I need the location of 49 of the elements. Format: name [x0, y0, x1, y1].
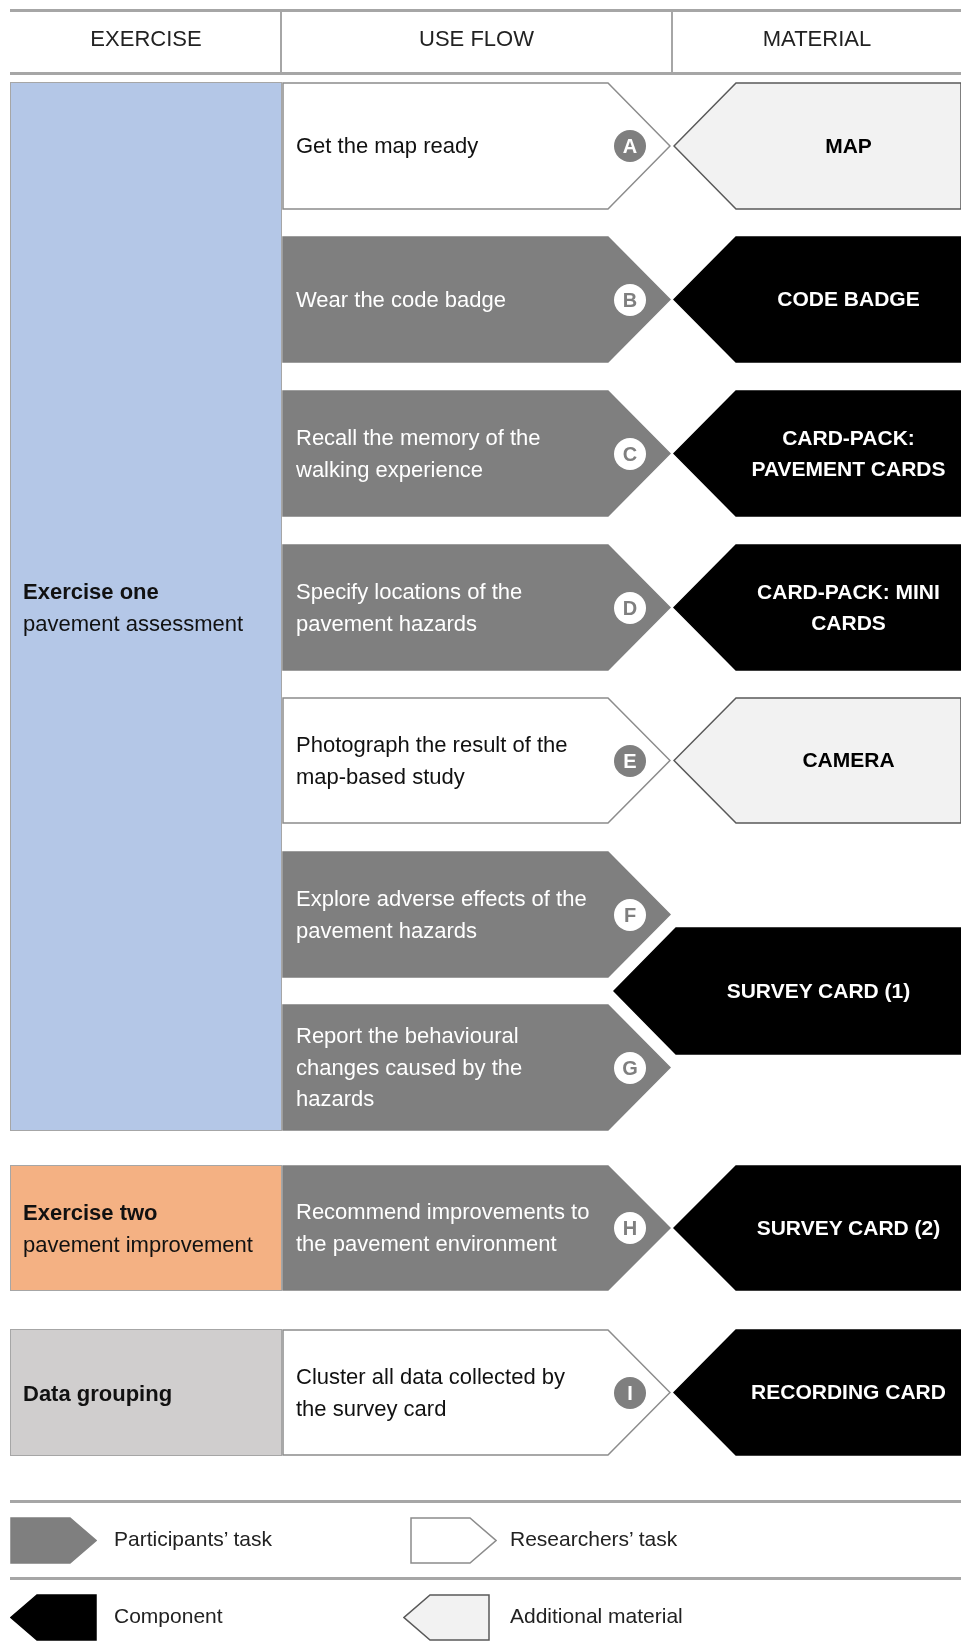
exercise-band: [10, 82, 282, 1131]
task-text: Report the behavioural changes caused by the hazards: [296, 1021, 524, 1114]
legend-text: Additional material: [510, 1604, 683, 1628]
exercise-title: Exercise two: [23, 1199, 158, 1228]
material-label: SURVEY CARD (1): [725, 977, 912, 1004]
task-pentagon: [282, 236, 671, 363]
task-pentagon: [282, 1329, 671, 1456]
task-text: Photograph the result of the map-based study: [296, 730, 569, 791]
material-label: RECORDING CARD: [750, 1379, 947, 1406]
task-text: Recommend improvements to the pavement environment: [296, 1198, 591, 1258]
material-tag: [673, 1329, 961, 1456]
exercise-title: Data grouping: [23, 1379, 173, 1408]
material-label: CODE BADGE: [776, 286, 921, 313]
column-header: USE FLOW: [418, 26, 535, 52]
legend-text: Participants’ task: [114, 1527, 272, 1551]
legend-text: Component: [114, 1604, 223, 1628]
material-label: CARD-PACK: PAVEMENT CARDS: [750, 425, 947, 482]
task-text: Recall the memory of the walking experience: [296, 423, 542, 484]
material-tag: [673, 1165, 961, 1291]
column-header: MATERIAL: [761, 26, 873, 52]
task-text: Specify locations of the pavement hazards: [296, 577, 524, 638]
task-text: Cluster all data collected by the survey card: [296, 1362, 567, 1423]
material-label: CARD-PACK: MINI CARDS: [756, 579, 941, 636]
task-text: Explore adverse effects of the pavement hazards: [296, 884, 588, 945]
task-pentagon: [282, 82, 671, 210]
exercise-band: [10, 1165, 282, 1291]
task-text: Get the map ready: [296, 132, 480, 161]
material-tag: [673, 236, 961, 363]
task-pentagon: [282, 544, 671, 671]
exercise-band: [10, 1329, 282, 1456]
material-tag: [673, 697, 961, 824]
task-pentagon: [282, 851, 671, 978]
material-tag: [673, 544, 961, 671]
material-tag: [673, 82, 961, 210]
material-tag: [613, 927, 961, 1055]
material-label: CAMERA: [801, 747, 896, 774]
material-label: MAP: [824, 132, 873, 159]
material-label: SURVEY CARD (2): [755, 1214, 942, 1241]
legend-text: Researchers’ task: [510, 1527, 678, 1551]
exercise-subtitle: pavement assessment: [23, 609, 244, 638]
material-tag: [673, 390, 961, 517]
task-text: Wear the code badge: [296, 285, 507, 314]
task-pentagon: [282, 390, 671, 517]
task-pentagon: [282, 1004, 671, 1131]
exercise-subtitle: pavement improvement: [23, 1231, 253, 1259]
column-header: EXERCISE: [89, 26, 203, 52]
task-pentagon: [282, 1165, 671, 1291]
exercise-title: Exercise one: [23, 577, 159, 606]
task-pentagon: [282, 697, 671, 824]
